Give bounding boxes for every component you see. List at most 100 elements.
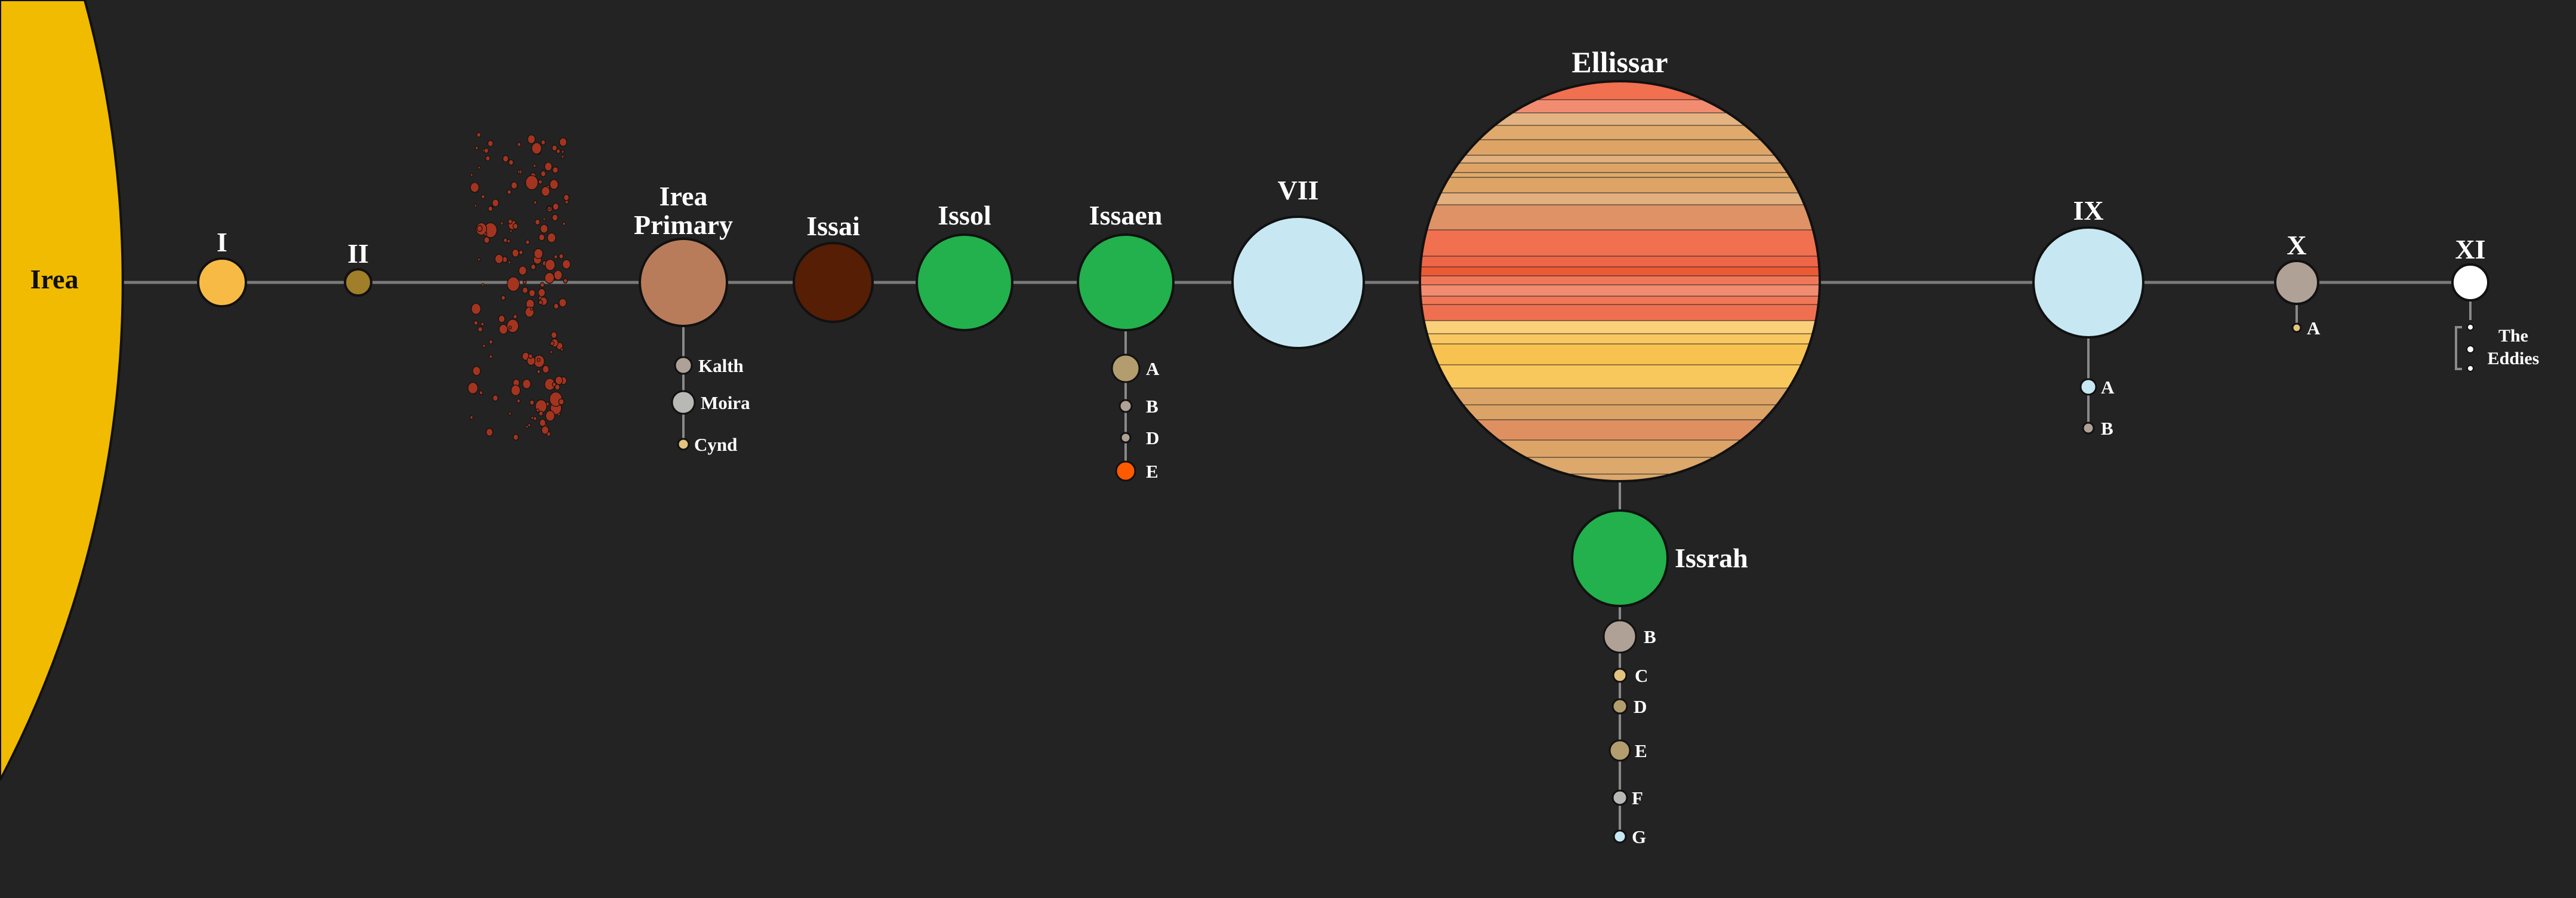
moon-body[interactable] bbox=[1571, 509, 1669, 607]
moon-body[interactable] bbox=[677, 438, 690, 451]
asteroid bbox=[473, 320, 479, 326]
moon-a[interactable]: A bbox=[1111, 353, 1160, 383]
planet-i[interactable]: I bbox=[197, 227, 247, 307]
moon-body[interactable] bbox=[1611, 789, 1628, 806]
planet-body[interactable] bbox=[1077, 233, 1175, 331]
planet-body[interactable] bbox=[197, 257, 247, 307]
asteroid bbox=[563, 278, 568, 284]
moon-body[interactable] bbox=[1611, 698, 1628, 715]
asteroid bbox=[540, 139, 546, 145]
planet-body[interactable] bbox=[639, 238, 728, 327]
planet-body[interactable] bbox=[344, 268, 372, 297]
moon-a[interactable]: A bbox=[2291, 318, 2321, 339]
asteroid bbox=[552, 202, 559, 211]
moon-kalth[interactable]: Kalth bbox=[674, 355, 744, 376]
cloud-band bbox=[1420, 139, 1820, 156]
asteroid bbox=[531, 142, 542, 155]
moon-body[interactable] bbox=[1613, 829, 1627, 844]
moon-e[interactable]: E bbox=[1115, 460, 1158, 482]
planet-issai[interactable]: Issai bbox=[793, 211, 874, 323]
moon-label: B bbox=[2101, 418, 2113, 439]
planet-body[interactable] bbox=[1231, 216, 1365, 349]
moon-body[interactable] bbox=[1609, 739, 1631, 762]
asteroid bbox=[513, 314, 517, 319]
asteroid bbox=[517, 142, 522, 147]
planet-body[interactable] bbox=[916, 233, 1013, 331]
cloud-band bbox=[1420, 388, 1820, 405]
planet-vii[interactable]: VII bbox=[1231, 175, 1365, 349]
asteroid bbox=[562, 259, 571, 269]
submoon-e[interactable]: E bbox=[1609, 739, 1647, 762]
asteroid bbox=[525, 175, 538, 190]
moon-b[interactable]: B bbox=[2082, 418, 2113, 439]
moon-body[interactable] bbox=[1118, 399, 1133, 413]
cloud-band bbox=[1420, 296, 1820, 305]
asteroid bbox=[472, 366, 481, 376]
moon-body[interactable] bbox=[1111, 353, 1141, 383]
eddy-body[interactable] bbox=[2467, 324, 2474, 331]
moon-body[interactable] bbox=[1612, 668, 1628, 683]
moon-body[interactable] bbox=[2291, 322, 2302, 333]
moon-b[interactable]: B bbox=[1118, 396, 1158, 417]
asteroid bbox=[507, 260, 511, 265]
cloud-band bbox=[1420, 177, 1820, 193]
planet-outline bbox=[1419, 80, 1821, 482]
planet-ii[interactable]: II bbox=[344, 238, 372, 297]
planet-body[interactable] bbox=[2274, 260, 2319, 305]
asteroid bbox=[527, 423, 531, 428]
moon-body[interactable] bbox=[1120, 432, 1132, 444]
asteroid bbox=[507, 189, 512, 195]
cloud-band bbox=[1420, 364, 1820, 389]
submoon-d[interactable]: D bbox=[1611, 696, 1647, 717]
asteroid bbox=[543, 217, 546, 221]
planet-body[interactable] bbox=[2451, 263, 2489, 302]
planet-label: Primary bbox=[634, 210, 733, 240]
moon-a[interactable]: A bbox=[2079, 377, 2115, 398]
moon-body[interactable] bbox=[1115, 460, 1136, 482]
asteroid bbox=[494, 254, 504, 264]
moon-body[interactable] bbox=[2082, 422, 2095, 435]
asteroid bbox=[542, 365, 550, 374]
asteroid bbox=[498, 315, 506, 323]
planet-issol[interactable]: Issol bbox=[916, 200, 1013, 331]
eddy-body[interactable] bbox=[2467, 365, 2474, 372]
asteroid bbox=[507, 276, 520, 292]
moon-body[interactable] bbox=[674, 356, 693, 375]
moon-cynd[interactable]: Cynd bbox=[677, 434, 737, 455]
asteroid bbox=[540, 224, 549, 233]
moon-label: Kalth bbox=[698, 355, 744, 376]
asteroid bbox=[540, 170, 546, 177]
submoon-b[interactable]: B bbox=[1603, 619, 1656, 654]
planet-body[interactable] bbox=[793, 242, 874, 323]
asteroid bbox=[532, 164, 537, 168]
moon-label: E bbox=[1635, 740, 1647, 761]
submoon-c[interactable]: C bbox=[1612, 665, 1648, 686]
moon-body[interactable] bbox=[671, 390, 696, 415]
planet-x[interactable]: XA bbox=[2274, 230, 2321, 339]
planet-body[interactable] bbox=[2032, 226, 2144, 339]
moon-body[interactable] bbox=[1603, 619, 1637, 654]
asteroid bbox=[489, 354, 493, 359]
moon-body[interactable] bbox=[2079, 378, 2097, 396]
asteroid bbox=[487, 140, 494, 147]
asteroid bbox=[482, 344, 486, 348]
submoon-f[interactable]: F bbox=[1611, 788, 1643, 808]
cloud-band bbox=[1420, 439, 1820, 458]
asteroid bbox=[474, 146, 479, 150]
asteroid bbox=[509, 229, 513, 233]
star-irea[interactable] bbox=[0, 0, 124, 781]
asteroid bbox=[519, 250, 523, 255]
submoon-g[interactable]: G bbox=[1613, 826, 1646, 847]
asteroid bbox=[552, 166, 559, 174]
moon-moira[interactable]: Moira bbox=[671, 390, 750, 415]
eddy-body[interactable] bbox=[2466, 345, 2475, 353]
asteroid bbox=[481, 194, 485, 199]
moon-d[interactable]: D bbox=[1120, 428, 1159, 448]
